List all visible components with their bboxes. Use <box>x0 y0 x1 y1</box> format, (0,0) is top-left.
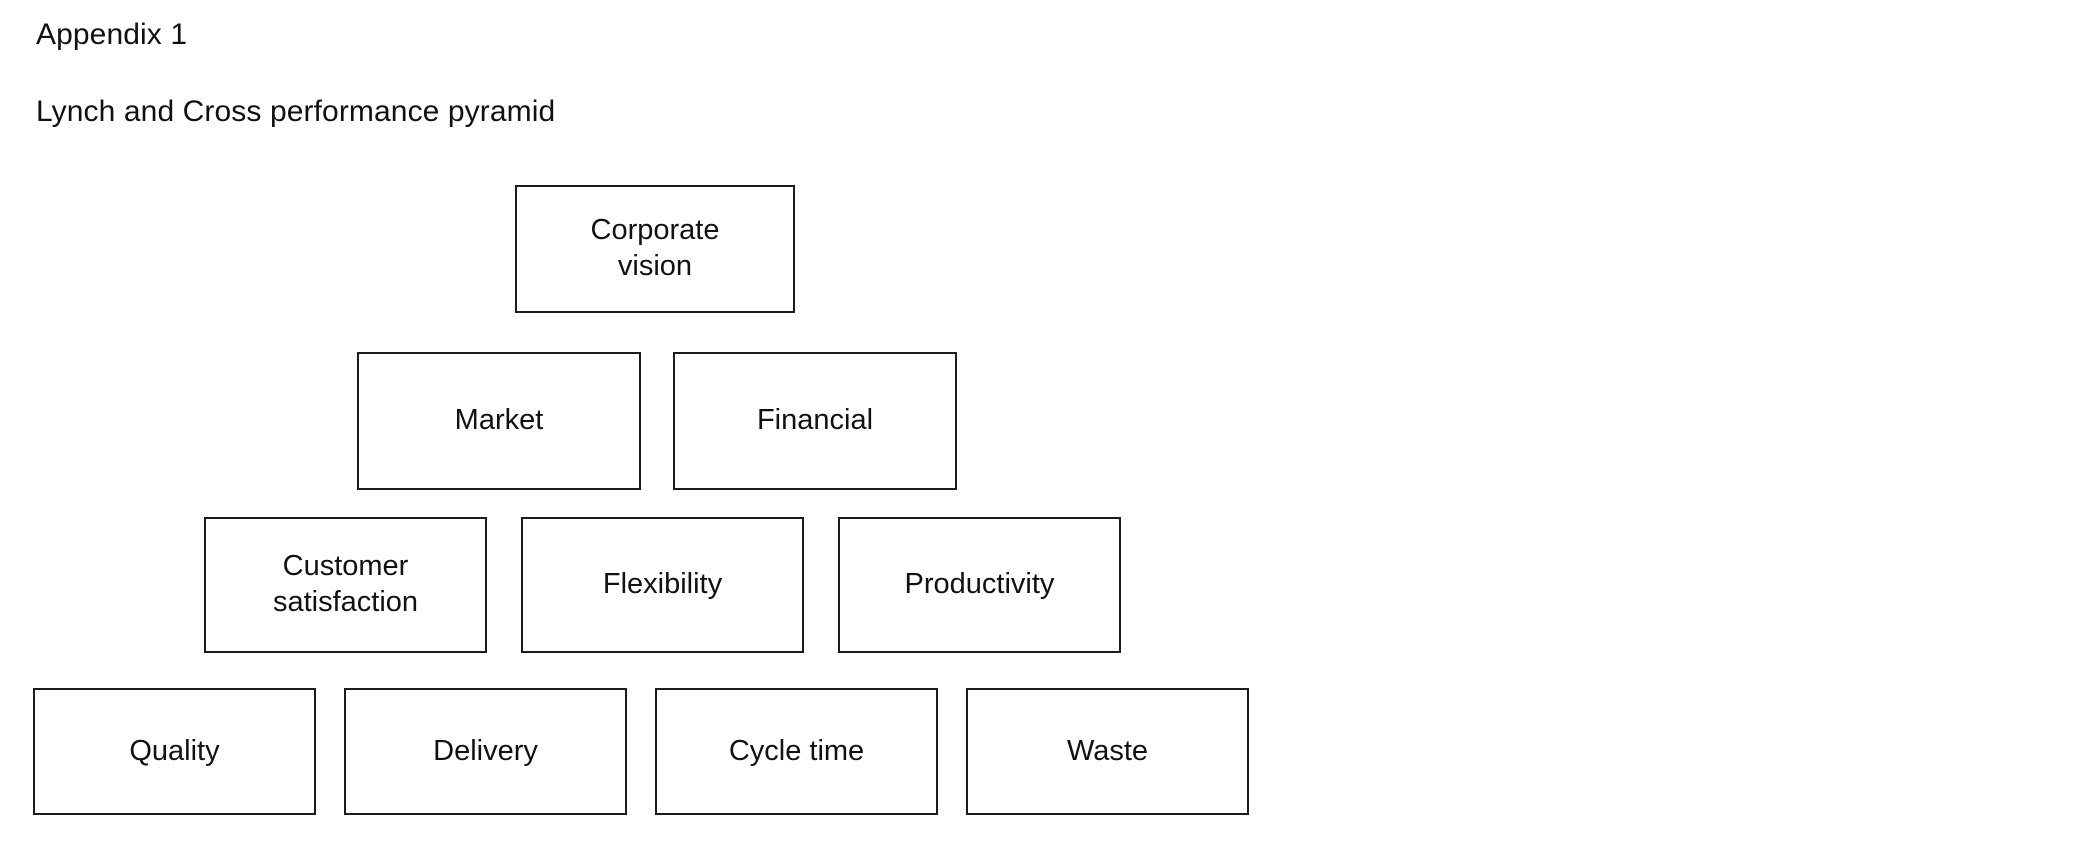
node-label: Quality <box>129 734 220 767</box>
node-label: Productivity <box>904 568 1055 601</box>
pyramid-level-3: Customer satisfaction Flexibility Produc… <box>204 517 1121 653</box>
node-waste: Waste <box>966 688 1249 815</box>
node-label: Delivery <box>433 734 538 767</box>
node-quality: Quality <box>33 688 316 815</box>
node-flexibility: Flexibility <box>521 517 804 653</box>
node-market: Market <box>357 352 641 490</box>
node-financial: Financial <box>673 352 957 490</box>
node-productivity: Productivity <box>838 517 1121 653</box>
appendix-label: Appendix 1 <box>36 18 188 51</box>
figure-title: Lynch and Cross performance pyramid <box>36 95 556 128</box>
node-label: Financial <box>756 404 874 437</box>
node-label: Market <box>454 404 544 437</box>
node-customer-satisfaction: Customer satisfaction <box>204 517 487 653</box>
node-label: Flexibility <box>602 568 723 601</box>
pyramid-level-2: Market Financial <box>357 352 957 490</box>
node-label: Corporate vision <box>590 214 720 282</box>
node-delivery: Delivery <box>344 688 627 815</box>
node-label: Waste <box>1066 734 1149 767</box>
node-corporate-vision: Corporate vision <box>515 185 795 313</box>
pyramid-level-4: Quality Delivery Cycle time Waste <box>33 688 1249 815</box>
pyramid-level-1: Corporate vision <box>515 185 795 313</box>
node-label: Cycle time <box>728 734 865 767</box>
node-cycle-time: Cycle time <box>655 688 938 815</box>
node-label: Customer satisfaction <box>272 550 419 618</box>
